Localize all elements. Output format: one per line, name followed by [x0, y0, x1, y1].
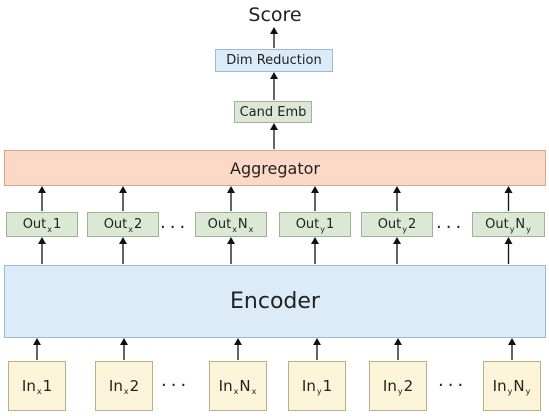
- outputs-ellipsis-y: ...: [436, 212, 466, 233]
- inputs-ellipsis-x: ...: [161, 370, 191, 391]
- label-index: 2: [403, 377, 414, 395]
- label-base: Out: [295, 217, 320, 232]
- label-index: 1: [322, 377, 333, 395]
- label-index-subscript: x: [251, 386, 257, 396]
- outputs-ellipsis-x: ...: [160, 212, 190, 233]
- inputs-ellipsis-y: ...: [438, 370, 468, 391]
- label-base: Out: [103, 217, 128, 232]
- label-subscript: x: [36, 386, 42, 396]
- label-subscript: y: [509, 225, 515, 234]
- label-index: 2: [134, 217, 143, 232]
- label-subscript: x: [47, 225, 53, 234]
- encoder-box: Encoder: [4, 265, 546, 338]
- label-base: Out: [22, 217, 47, 232]
- label-subscript: y: [320, 225, 326, 234]
- label-base: In: [301, 377, 316, 395]
- label-index: 1: [42, 377, 53, 395]
- label-index: N: [239, 377, 251, 395]
- label-subscript: y: [507, 386, 513, 396]
- label-subscript: x: [123, 386, 129, 396]
- label-base: In: [382, 377, 397, 395]
- label-index-subscript: y: [526, 225, 531, 234]
- label-base: Out: [377, 217, 402, 232]
- label-index-subscript: x: [248, 225, 254, 234]
- label-base: Out: [207, 217, 232, 232]
- label-subscript: x: [232, 225, 237, 234]
- label-base: In: [492, 377, 507, 395]
- label-subscript: y: [316, 386, 322, 396]
- dim-reduction-box: Dim Reduction: [215, 49, 333, 72]
- label-index: N: [513, 377, 525, 395]
- label-base: In: [108, 377, 123, 395]
- label-subscript: x: [233, 386, 239, 396]
- label-base: In: [21, 377, 36, 395]
- label-index: N: [237, 217, 248, 232]
- label-index: 2: [129, 377, 140, 395]
- aggregator-box: Aggregator: [4, 150, 546, 186]
- cand-emb-box: Cand Emb: [234, 101, 312, 123]
- score-label: Score: [248, 4, 302, 26]
- label-subscript: y: [402, 225, 408, 234]
- label-index: N: [515, 217, 526, 232]
- label-subscript: x: [128, 225, 134, 234]
- label-index: 1: [53, 217, 62, 232]
- label-index: 1: [326, 217, 335, 232]
- label-base: Out: [485, 217, 509, 232]
- label-subscript: y: [397, 386, 403, 396]
- label-index: 2: [408, 217, 417, 232]
- label-base: In: [218, 377, 233, 395]
- label-index-subscript: y: [525, 386, 531, 396]
